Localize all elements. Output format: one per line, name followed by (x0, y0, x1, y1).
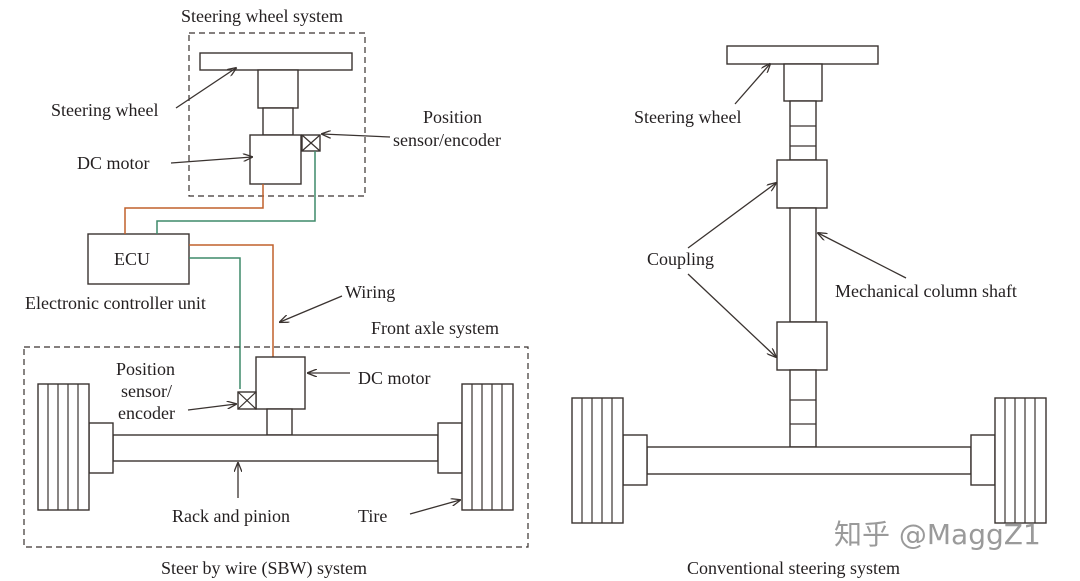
tire-arrow (409, 500, 460, 515)
steering-wheel-system-label: Steering wheel system (181, 6, 343, 26)
conv-hub-right (970, 434, 996, 486)
conv-steering-wheel (726, 45, 879, 65)
sbw-dc-motor-top-arrow (170, 157, 252, 164)
sbw-steering-column-upper (257, 69, 299, 109)
sbw-position-sensor-bottom-label-1: Position (116, 359, 175, 379)
conv-tire-left (571, 397, 624, 524)
conv-steering-wheel-label: Steering wheel (634, 107, 741, 127)
sbw-tire-left (37, 383, 90, 511)
sbw-hub-right (437, 422, 463, 474)
watermark: 知乎 @MaggZ1 (834, 518, 1041, 551)
wire-signal-top (156, 151, 316, 234)
sbw-steering-wheel-label: Steering wheel (51, 100, 158, 120)
sbw-steering-wheel-arrow (175, 68, 236, 109)
sbw-position-sensor-bottom-label-2: sensor/ (121, 381, 172, 401)
front-axle-system-label: Front axle system (371, 318, 499, 338)
conventional-diagram: Steering wheel Coupling Mechanical colum… (571, 45, 1047, 578)
conv-coupling-arrow-lower (687, 273, 776, 357)
conv-hub-left (622, 434, 648, 486)
sbw-dc-motor-top (249, 134, 302, 185)
sbw-tire-right (461, 383, 514, 511)
conv-coupling-lower (776, 321, 828, 371)
rack-and-pinion-label: Rack and pinion (172, 506, 290, 526)
sbw-position-sensor-top-label-1: Position (423, 107, 482, 127)
wiring-arrow (280, 295, 343, 322)
sbw-rack (112, 434, 439, 462)
conv-axle (646, 446, 972, 475)
sbw-position-sensor-top-label-2: sensor/encoder (393, 130, 501, 150)
sbw-caption: Steer by wire (SBW) system (161, 558, 367, 579)
conv-tire-right (994, 397, 1047, 524)
conv-shaft-1 (789, 100, 817, 161)
conv-mechanical-column-shaft-label: Mechanical column shaft (835, 281, 1017, 301)
wiring-label: Wiring (345, 282, 395, 302)
wire-power-top (124, 184, 264, 234)
sbw-pinion-column (266, 408, 293, 436)
sbw-position-sensor-bottom (237, 391, 257, 410)
conv-column-shaft-arrow (818, 233, 907, 279)
tire-label: Tire (358, 506, 387, 526)
conv-column-top (783, 63, 823, 102)
sbw-position-sensor-top (301, 134, 321, 152)
ecu-label: ECU (114, 249, 150, 269)
electronic-controller-unit-label: Electronic controller unit (25, 293, 206, 313)
sbw-diagram: Steering wheel system Steering wheel DC … (23, 6, 529, 579)
sbw-steering-wheel (199, 52, 353, 71)
conv-caption: Conventional steering system (687, 558, 900, 578)
ecu-box (87, 233, 190, 285)
sbw-dc-motor-bottom-label: DC motor (358, 368, 431, 388)
conv-coupling-arrow-upper (687, 183, 776, 249)
sbw-position-sensor-bottom-label-3: encoder (118, 403, 175, 423)
sbw-dc-motor-top-label: DC motor (77, 153, 150, 173)
sbw-dc-motor-bottom (255, 356, 306, 410)
conv-coupling-upper (776, 159, 828, 209)
front-axle-system-box (23, 346, 529, 548)
conv-coupling-label: Coupling (647, 249, 714, 269)
sbw-position-sensor-top-arrow (322, 134, 391, 137)
conv-steering-wheel-arrow (734, 64, 770, 105)
sbw-position-sensor-bottom-arrow (187, 404, 236, 411)
conv-shaft-3 (789, 369, 817, 448)
wire-signal-bottom (189, 257, 241, 389)
wire-power-bottom (189, 244, 274, 357)
sbw-hub-left (88, 422, 114, 474)
sbw-steering-column-lower (262, 107, 294, 136)
conv-shaft-2 (789, 207, 817, 323)
